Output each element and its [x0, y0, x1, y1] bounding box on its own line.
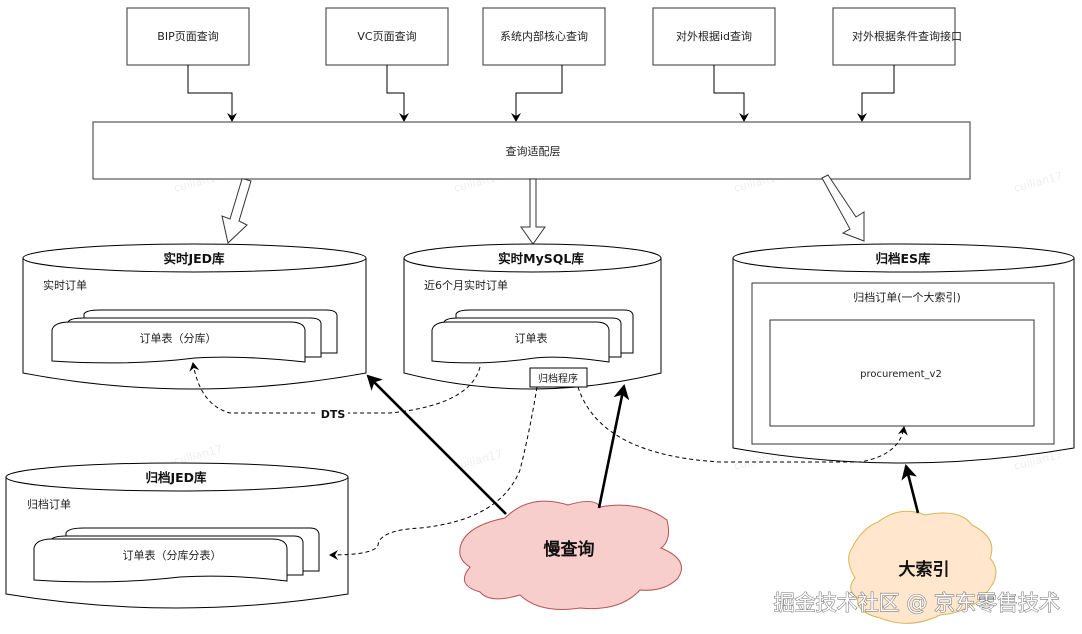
dts-sync-arrow — [189, 362, 481, 414]
dts-label: DTS — [321, 408, 346, 421]
source-box-ext-cond[interactable]: 对外根据条件查询接口 — [832, 7, 962, 66]
dts-label-bg — [318, 406, 348, 421]
db-realtime-mysql[interactable]: 实时MySQL库 近6个月实时订单 订单表 归档程序 — [403, 243, 662, 390]
db-realtime-jed[interactable]: 实时JED库 实时订单 订单表（分库） — [22, 243, 367, 390]
source-label: 系统内部核心查询 — [500, 29, 588, 43]
query-adapter-layer[interactable]: 查询适配层 — [92, 121, 971, 180]
table-label: 订单表 — [515, 331, 548, 345]
db-subtitle: 归档订单 — [27, 497, 71, 511]
table-stack[interactable]: 订单表（分库） — [51, 309, 338, 364]
source-label: 对外根据条件查询接口 — [852, 29, 962, 43]
connector-arrow — [511, 65, 563, 122]
archive-to-es-arrow — [577, 386, 908, 463]
archive-program-box[interactable]: 归档程序 — [529, 367, 588, 388]
table-label: 订单表（分库） — [140, 331, 217, 345]
source-label: 对外根据id查询 — [676, 29, 752, 43]
db-title: 实时JED库 — [163, 251, 225, 266]
adapter-label: 查询适配层 — [506, 144, 561, 158]
footer-watermark: 掘金技术社区 @ 京东零售技术 — [774, 591, 1060, 615]
source-box-vc[interactable]: VC页面查询 — [325, 7, 449, 66]
block-arrow-icon — [520, 178, 546, 245]
table-stack[interactable]: 订单表（分库分表） — [33, 527, 320, 583]
slow-query-to-mysql-arrow — [597, 384, 630, 509]
es-index-box[interactable]: procurement_v2 — [769, 319, 1035, 427]
block-arrow-icon — [221, 178, 252, 244]
db-title: 实时MySQL库 — [498, 251, 584, 266]
cloud-label: 大索引 — [899, 559, 950, 580]
table-label: 订单表（分库分表） — [123, 548, 222, 562]
bold-arrows — [366, 374, 920, 515]
connector-arrow — [857, 65, 895, 122]
dashed-connectors — [189, 362, 908, 560]
archive-to-jed-arrow — [329, 386, 538, 560]
cloud-big-index[interactable]: 大索引 — [848, 510, 997, 624]
connector-arrow — [386, 65, 409, 122]
block-arrows — [221, 174, 865, 245]
watermark: cuilian17 — [1012, 169, 1064, 194]
block-arrow-icon — [821, 174, 865, 242]
source-box-internal[interactable]: 系统内部核心查询 — [482, 7, 606, 66]
db-title: 归档ES库 — [875, 251, 931, 266]
source-label: VC页面查询 — [357, 29, 416, 43]
source-box-bip[interactable]: BIP页面查询 — [126, 7, 250, 66]
source-connectors — [187, 65, 895, 122]
big-index-to-es-arrow — [901, 464, 920, 514]
source-label: BIP页面查询 — [157, 29, 218, 43]
table-stack[interactable]: 订单表 — [431, 309, 634, 364]
connector-arrow — [187, 65, 237, 122]
db-subtitle: 归档订单(一个大索引) — [853, 290, 961, 304]
archive-program-label: 归档程序 — [538, 372, 578, 385]
cloud-slow-query[interactable]: 慢查询 — [459, 500, 682, 610]
source-box-ext-id[interactable]: 对外根据id查询 — [652, 7, 776, 66]
es-index-label: procurement_v2 — [860, 369, 942, 380]
cloud-label: 慢查询 — [544, 539, 595, 560]
db-title: 归档JED库 — [145, 470, 207, 485]
db-subtitle: 实时订单 — [43, 278, 87, 292]
db-subtitle: 近6个月实时订单 — [424, 278, 508, 292]
db-archive-es[interactable]: 归档ES库 归档订单(一个大索引) procurement_v2 — [732, 243, 1075, 464]
db-archive-jed[interactable]: 归档JED库 归档订单 订单表（分库分表） — [5, 462, 349, 609]
connector-arrow — [713, 65, 749, 122]
slow-query-to-jed-arrow — [366, 374, 507, 515]
